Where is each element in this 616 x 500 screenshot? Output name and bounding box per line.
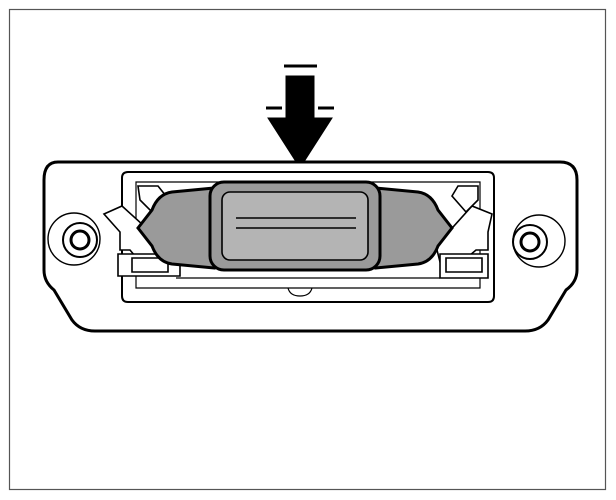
bulb-cap-left	[136, 186, 216, 270]
screw-hole-right	[512, 214, 566, 268]
figure-frame	[8, 8, 607, 491]
down-arrow-icon	[266, 64, 334, 169]
festoon-bulb	[136, 180, 454, 272]
right-contact-clip	[435, 185, 493, 279]
bulb-cap-right	[374, 186, 454, 270]
screw-hole-left	[47, 212, 101, 266]
